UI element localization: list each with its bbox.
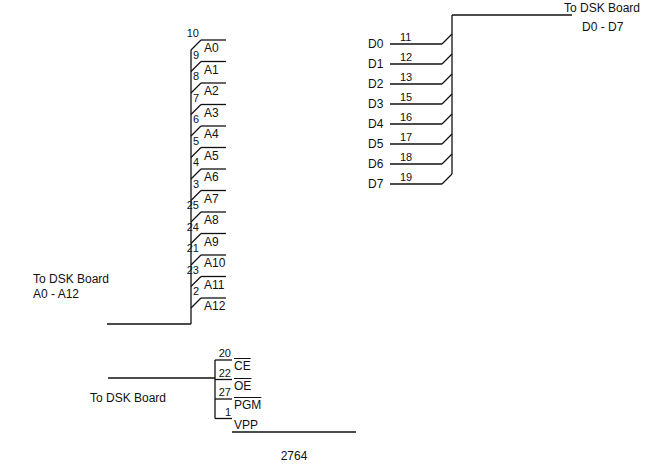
board-label: To DSK Board [33,272,109,286]
signal-name: A8 [204,213,219,227]
bus-label: D0 - D7 [582,20,623,34]
pin-number: 12 [400,51,412,63]
signal-name: OE [234,379,251,393]
signal-name: A3 [204,106,219,120]
pin-line [201,276,226,277]
pin-number: 13 [400,71,412,83]
control-bus [108,377,215,378]
pin-line [201,125,226,126]
pin-number: 21 [187,242,199,254]
signal-name: A11 [204,278,224,292]
pin-number: 1 [225,406,231,418]
signal-name: A5 [204,149,219,163]
pin-number: 10 [187,27,199,39]
pin-number: 17 [400,131,412,143]
bus-entry [442,94,452,104]
pin-line [201,168,226,169]
bus-entry [442,154,452,164]
pin-number: 5 [193,135,199,147]
pin-number: 15 [400,91,412,103]
pin-line [201,39,226,40]
data-bus [452,14,572,15]
pin-number: 3 [193,178,199,190]
pin-number: 2 [193,285,199,297]
address-bus [107,323,191,324]
signal-name: A12 [204,299,225,313]
board-label: To DSK Board [90,391,166,405]
pin-line [201,104,226,105]
bus-entry [442,114,452,124]
pin-number: 9 [193,49,199,61]
pin-line [201,297,226,298]
pin-number: 11 [400,31,411,43]
pin-line [390,143,442,144]
pin-line [201,82,226,83]
signal-name: A0 [204,41,219,55]
signal-name: A7 [204,192,219,206]
signal-name: A4 [204,127,219,141]
chip-outline [232,431,356,432]
pin-number: 18 [400,151,412,163]
pin-line [390,183,442,184]
pin-number: 22 [219,367,231,379]
pin-line [201,233,226,234]
pin-line [201,211,226,212]
signal-name: D4 [368,117,383,131]
signal-name: D7 [368,177,383,191]
pin-line [215,398,232,399]
signal-name: D6 [368,157,383,171]
signal-name: D3 [368,97,383,111]
bus-label: A0 - A12 [33,287,79,301]
signal-name: D2 [368,77,383,91]
bus-entry [442,34,452,44]
pin-line [215,379,232,380]
signal-name: A1 [204,63,219,77]
pin-line [215,359,232,360]
signal-name: A6 [204,170,219,184]
chip-name: 2764 [281,449,308,463]
pin-line [201,61,226,62]
pin-line [390,63,442,64]
pin-number: 16 [400,111,412,123]
pin-number: 6 [193,113,199,125]
signal-name: A9 [204,235,219,249]
pin-number: 25 [187,199,199,211]
bus-entry [442,134,452,144]
pin-line [390,103,442,104]
signal-name: CE [234,359,251,373]
signal-name: A10 [204,256,225,270]
pin-number: 4 [193,156,199,168]
pin-number: 24 [187,221,199,233]
pin-number: 19 [400,171,412,183]
signal-name: D0 [368,37,383,51]
pin-line [201,254,226,255]
pin-number: 20 [219,347,231,359]
bus-entry [442,174,452,184]
bus-entry [442,54,452,64]
pin-line [201,147,226,148]
pin-line [390,163,442,164]
pin-number: 27 [219,386,231,398]
pin-line [390,83,442,84]
board-label: To DSK Board [564,1,640,15]
pin-number: 23 [187,264,199,276]
pin-line [390,123,442,124]
signal-name: A2 [204,84,219,98]
signal-name: PGM [234,398,261,412]
pin-number: 8 [193,70,199,82]
bus-entry [191,298,201,308]
pin-line [215,418,232,419]
signal-name: D5 [368,137,383,151]
bus-entry [442,74,452,84]
pin-line [201,190,226,191]
control-bus [214,360,215,419]
address-bus [190,50,191,324]
pin-line [390,43,442,44]
signal-name: VPP [234,418,258,432]
signal-name: D1 [368,57,383,71]
pin-number: 7 [193,92,199,104]
